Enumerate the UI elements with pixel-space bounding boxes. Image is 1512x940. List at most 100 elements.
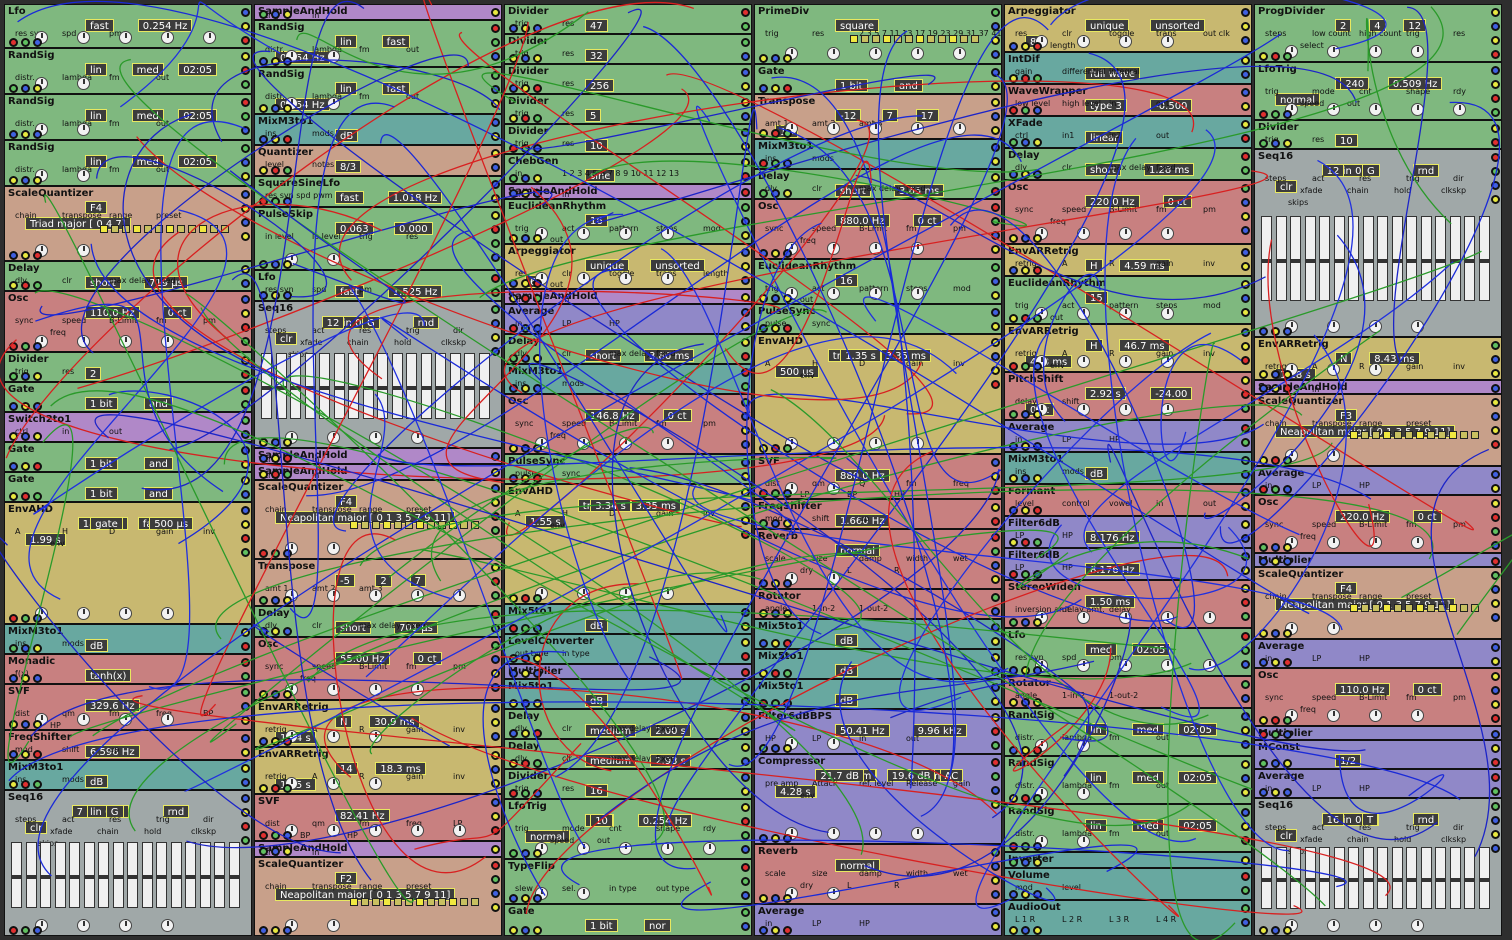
- port-jack[interactable]: [241, 158, 250, 167]
- step-slider[interactable]: [170, 842, 182, 908]
- note-toggle[interactable]: [471, 898, 479, 906]
- port-jack[interactable]: [259, 926, 268, 935]
- port-jack[interactable]: [771, 579, 780, 588]
- port-jack[interactable]: [771, 744, 780, 753]
- port-jack[interactable]: [741, 891, 750, 900]
- port-jack[interactable]: [1009, 442, 1018, 451]
- port-jack[interactable]: [1009, 698, 1018, 707]
- port-jack[interactable]: [283, 596, 292, 605]
- port-jack[interactable]: [533, 54, 542, 63]
- control-value[interactable]: 02:05: [178, 155, 218, 168]
- port-jack[interactable]: [241, 190, 250, 199]
- port-jack[interactable]: [991, 231, 1000, 240]
- port-jack[interactable]: [783, 444, 792, 453]
- step-slider[interactable]: [141, 842, 153, 908]
- port-jack[interactable]: [21, 84, 30, 93]
- port-jack[interactable]: [509, 294, 518, 303]
- control-value[interactable]: 12: [321, 316, 345, 329]
- port-jack[interactable]: [1271, 327, 1280, 336]
- port-jack[interactable]: [1033, 314, 1042, 323]
- port-jack[interactable]: [33, 402, 42, 411]
- port-jack[interactable]: [491, 194, 500, 203]
- control-value[interactable]: and: [144, 487, 173, 500]
- port-jack[interactable]: [1271, 110, 1280, 119]
- control-knob[interactable]: [327, 97, 340, 110]
- port-jack[interactable]: [33, 342, 42, 351]
- port-jack[interactable]: [1491, 36, 1500, 45]
- note-toggle[interactable]: [1383, 604, 1391, 612]
- note-toggle[interactable]: [1361, 431, 1369, 439]
- port-jack[interactable]: [1009, 42, 1018, 51]
- note-toggle[interactable]: [427, 898, 435, 906]
- port-jack[interactable]: [783, 519, 792, 528]
- port-jack[interactable]: [741, 412, 750, 421]
- step-slider[interactable]: [1391, 216, 1403, 301]
- port-jack[interactable]: [491, 812, 500, 821]
- control-knob[interactable]: [161, 31, 174, 44]
- note-toggle[interactable]: [1372, 604, 1380, 612]
- port-jack[interactable]: [1241, 308, 1250, 317]
- port-jack[interactable]: [1033, 138, 1042, 147]
- port-jack[interactable]: [1021, 410, 1030, 419]
- port-jack[interactable]: [1033, 506, 1042, 515]
- port-jack[interactable]: [21, 750, 30, 759]
- control-knob[interactable]: [1327, 622, 1340, 635]
- port-jack[interactable]: [1271, 139, 1280, 148]
- port-jack[interactable]: [1271, 52, 1280, 61]
- control-value[interactable]: 10: [1335, 134, 1358, 147]
- port-jack[interactable]: [991, 727, 1000, 736]
- port-jack[interactable]: [283, 784, 292, 793]
- control-knob[interactable]: [1119, 659, 1132, 672]
- port-jack[interactable]: [1259, 456, 1268, 465]
- note-toggle[interactable]: [1460, 431, 1468, 439]
- control-knob[interactable]: [661, 842, 674, 855]
- port-jack[interactable]: [1241, 598, 1250, 607]
- port-jack[interactable]: [771, 699, 780, 708]
- port-jack[interactable]: [1271, 543, 1280, 552]
- port-jack[interactable]: [533, 699, 542, 708]
- port-jack[interactable]: [259, 166, 268, 175]
- port-jack[interactable]: [509, 849, 518, 858]
- control-value[interactable]: dB: [835, 694, 859, 707]
- port-jack[interactable]: [1259, 52, 1268, 61]
- port-jack[interactable]: [1009, 618, 1018, 627]
- control-value[interactable]: 02:05: [1178, 723, 1218, 736]
- note-toggle[interactable]: [394, 521, 402, 529]
- note-toggle[interactable]: [416, 521, 424, 529]
- control-knob[interactable]: [1369, 103, 1382, 116]
- port-jack[interactable]: [283, 737, 292, 746]
- port-jack[interactable]: [521, 654, 530, 663]
- port-jack[interactable]: [491, 765, 500, 774]
- note-toggle[interactable]: [872, 35, 880, 43]
- note-toggle[interactable]: [1449, 431, 1457, 439]
- control-knob[interactable]: [619, 842, 632, 855]
- note-toggle[interactable]: [1427, 604, 1435, 612]
- step-slider[interactable]: [1290, 847, 1301, 909]
- control-knob[interactable]: [1327, 709, 1340, 722]
- step-slider[interactable]: [83, 842, 95, 908]
- port-jack[interactable]: [533, 384, 542, 393]
- note-toggle[interactable]: [971, 35, 979, 43]
- control-knob[interactable]: [1161, 611, 1174, 624]
- port-jack[interactable]: [991, 458, 1000, 467]
- note-toggle[interactable]: [1394, 604, 1402, 612]
- port-jack[interactable]: [1033, 106, 1042, 115]
- port-jack[interactable]: [1241, 166, 1250, 175]
- port-jack[interactable]: [741, 458, 750, 467]
- port-jack[interactable]: [771, 609, 780, 618]
- port-jack[interactable]: [991, 575, 1000, 584]
- control-knob[interactable]: [1161, 307, 1174, 320]
- port-jack[interactable]: [33, 674, 42, 683]
- port-jack[interactable]: [1271, 788, 1280, 797]
- control-knob[interactable]: [411, 431, 424, 444]
- port-jack[interactable]: [1009, 926, 1018, 935]
- port-jack[interactable]: [21, 176, 30, 185]
- note-toggle[interactable]: [144, 225, 152, 233]
- port-jack[interactable]: [33, 780, 42, 789]
- control-knob[interactable]: [119, 919, 132, 932]
- control-value[interactable]: 10: [585, 139, 608, 152]
- control-knob[interactable]: [577, 887, 590, 900]
- step-slider[interactable]: [228, 842, 240, 908]
- port-jack[interactable]: [759, 444, 768, 453]
- note-toggle[interactable]: [361, 521, 369, 529]
